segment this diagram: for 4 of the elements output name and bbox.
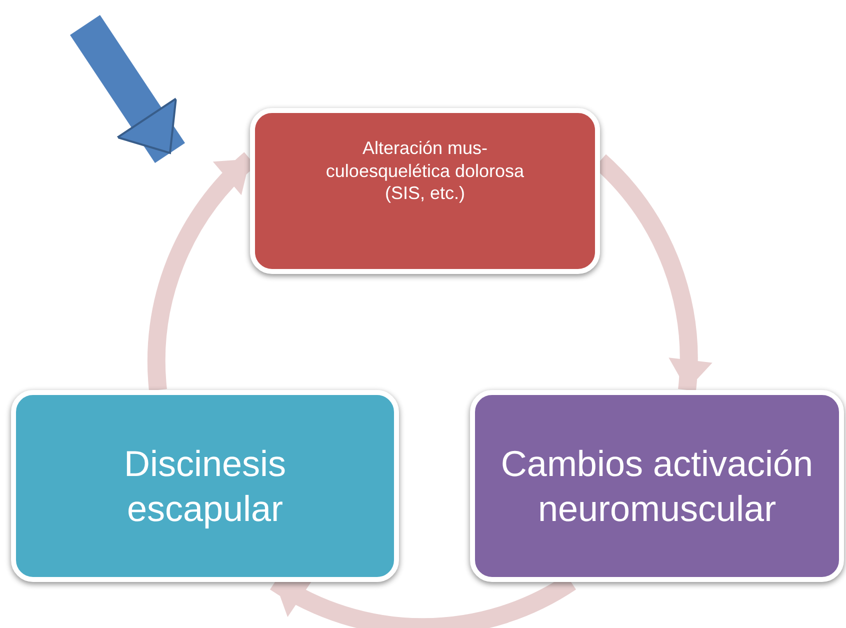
node-label: Discinesis escapular bbox=[122, 442, 288, 531]
node-label: Alteración mus- culoesquelética dolorosa (SIS, etc.) bbox=[324, 137, 526, 205]
block-arrow bbox=[70, 15, 185, 163]
node-label: Cambios activación neuromuscular bbox=[500, 442, 814, 531]
